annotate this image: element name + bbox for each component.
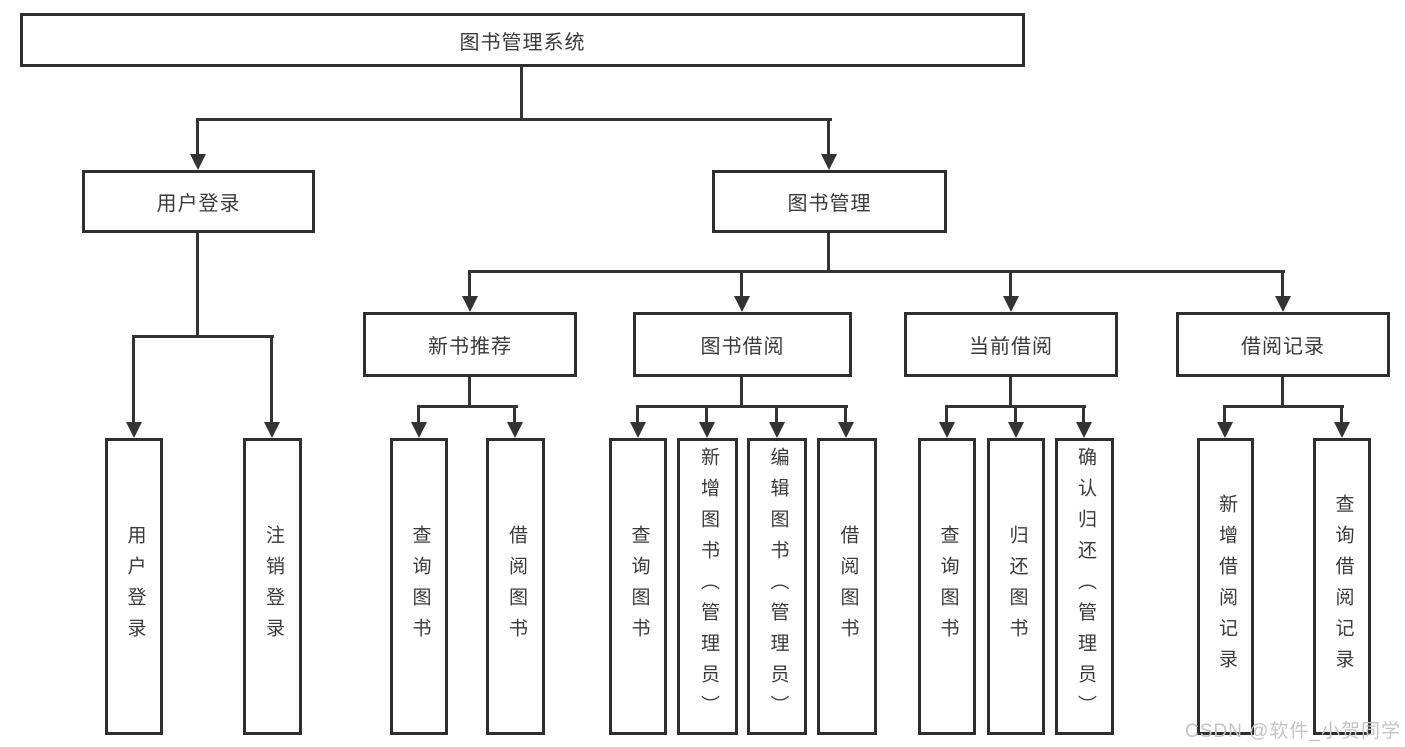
connector-line bbox=[844, 405, 847, 424]
arrowhead-down bbox=[821, 154, 837, 170]
connector-line bbox=[1082, 405, 1085, 424]
csdn-watermark: CSDN @软件_小贺同学 bbox=[1185, 721, 1401, 742]
node-label: 确认归还（管理员） bbox=[1074, 447, 1096, 726]
arrowhead-down bbox=[462, 296, 478, 312]
arrowhead-down bbox=[264, 422, 280, 438]
connector-line bbox=[468, 377, 471, 408]
node-label: 注销登录 bbox=[262, 524, 284, 649]
node-book-management: 图书管理 bbox=[712, 170, 947, 233]
arrowhead-down bbox=[1008, 422, 1024, 438]
node-label: 编辑图书（管理员） bbox=[767, 447, 789, 726]
arrowhead-down bbox=[699, 422, 715, 438]
connector-line bbox=[270, 335, 273, 424]
connector-line bbox=[417, 405, 420, 424]
node-label: 借阅记录 bbox=[1241, 336, 1325, 358]
node-new-book-recommend: 新书推荐 bbox=[363, 312, 577, 377]
connector-line bbox=[1014, 405, 1017, 424]
arrowhead-down bbox=[507, 422, 523, 438]
node-label: 借阅图书 bbox=[505, 524, 527, 649]
connector-line bbox=[468, 270, 471, 298]
arrowhead-down bbox=[1275, 296, 1291, 312]
arrowhead-down bbox=[1003, 296, 1019, 312]
connector-line bbox=[827, 233, 830, 273]
leaf-query-books-recommend: 查询图书 bbox=[390, 438, 448, 735]
connector-line bbox=[468, 270, 1285, 273]
node-current-borrowing: 当前借阅 bbox=[904, 312, 1118, 377]
node-label: 新增借阅记录 bbox=[1215, 493, 1237, 680]
arrowhead-down bbox=[838, 422, 854, 438]
arrowhead-down bbox=[734, 296, 750, 312]
node-root-library-system: 图书管理系统 bbox=[20, 13, 1025, 67]
node-label: 新书推荐 bbox=[428, 336, 512, 358]
node-label: 归还图书 bbox=[1006, 524, 1028, 649]
connector-line bbox=[196, 233, 199, 338]
leaf-confirm-return-admin: 确认归还（管理员） bbox=[1055, 438, 1114, 735]
connector-line bbox=[740, 377, 743, 408]
node-book-borrowing: 图书借阅 bbox=[633, 312, 852, 377]
leaf-logout: 注销登录 bbox=[243, 438, 302, 735]
connector-line bbox=[520, 67, 523, 119]
connector-line bbox=[417, 405, 518, 408]
arrowhead-down bbox=[939, 422, 955, 438]
connector-line bbox=[1009, 377, 1012, 408]
node-label: 新增图书（管理员） bbox=[697, 447, 719, 726]
arrowhead-down bbox=[769, 422, 785, 438]
node-label: 用户登录 bbox=[124, 524, 146, 649]
arrowhead-down bbox=[1217, 422, 1233, 438]
arrowhead-down bbox=[1334, 422, 1350, 438]
connector-line bbox=[1281, 377, 1284, 408]
connector-line bbox=[132, 335, 135, 424]
leaf-query-borrow-record: 查询借阅记录 bbox=[1313, 438, 1371, 735]
connector-line bbox=[513, 405, 516, 424]
leaf-query-books-borrowing: 查询图书 bbox=[609, 438, 667, 735]
connector-line bbox=[945, 405, 948, 424]
node-label: 借阅图书 bbox=[837, 524, 859, 649]
node-label: 图书借阅 bbox=[700, 336, 785, 358]
connector-line bbox=[636, 405, 848, 408]
node-label: 查询图书 bbox=[937, 524, 959, 649]
connector-line bbox=[1223, 405, 1226, 424]
arrowhead-down bbox=[190, 154, 206, 170]
node-label: 当前借阅 bbox=[969, 336, 1053, 358]
leaf-borrow-books: 借阅图书 bbox=[817, 438, 877, 735]
node-user-login: 用户登录 bbox=[82, 170, 315, 233]
leaf-query-books-current: 查询图书 bbox=[918, 438, 976, 735]
arrowhead-down bbox=[630, 422, 646, 438]
arrowhead-down bbox=[411, 422, 427, 438]
connector-line bbox=[827, 118, 830, 156]
connector-line bbox=[636, 405, 639, 424]
connector-line bbox=[132, 335, 274, 338]
node-borrow-records: 借阅记录 bbox=[1176, 312, 1390, 377]
connector-line bbox=[1009, 270, 1012, 298]
connector-line bbox=[775, 405, 778, 424]
leaf-edit-books-admin: 编辑图书（管理员） bbox=[747, 438, 807, 735]
leaf-user-login: 用户登录 bbox=[105, 438, 163, 735]
leaf-return-books: 归还图书 bbox=[987, 438, 1045, 735]
node-label: 用户登录 bbox=[156, 193, 241, 215]
leaf-add-borrow-record: 新增借阅记录 bbox=[1197, 438, 1254, 735]
leaf-add-books-admin: 新增图书（管理员） bbox=[677, 438, 738, 735]
node-label: 图书管理系统 bbox=[459, 31, 586, 54]
node-label: 查询借阅记录 bbox=[1332, 493, 1354, 680]
connector-line bbox=[740, 270, 743, 298]
arrowhead-down bbox=[1076, 422, 1092, 438]
node-label: 查询图书 bbox=[409, 524, 431, 649]
connector-line bbox=[196, 118, 199, 156]
connector-line bbox=[1340, 405, 1343, 424]
connector-line bbox=[1281, 270, 1284, 298]
node-label: 图书管理 bbox=[787, 193, 872, 215]
leaf-borrow-books-recommend: 借阅图书 bbox=[486, 438, 545, 735]
connector-line bbox=[1223, 405, 1344, 408]
node-label: 查询图书 bbox=[628, 524, 650, 649]
connector-line bbox=[705, 405, 708, 424]
connector-line bbox=[196, 118, 832, 121]
arrowhead-down bbox=[126, 422, 142, 438]
